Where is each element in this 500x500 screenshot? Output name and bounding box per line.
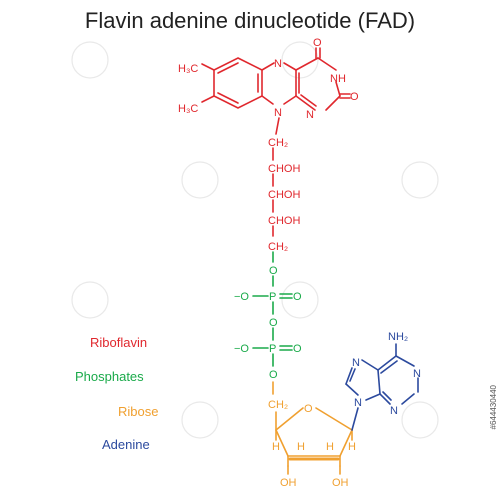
atom-ribose-oh-right: OH xyxy=(332,477,349,489)
atom-adenine-n1: N xyxy=(413,368,421,380)
atom-choh-1: CHOH xyxy=(268,163,300,175)
atom-choh-3: CHOH xyxy=(268,215,300,227)
atom-o-dbl-2: O xyxy=(293,343,302,355)
atom-ribose-oh-left: OH xyxy=(280,477,297,489)
atom-o-bridge: O xyxy=(269,317,278,329)
atom-ch2-top: CH₂ xyxy=(268,137,288,149)
adenine-group xyxy=(345,343,419,431)
riboflavin-group xyxy=(201,47,351,237)
stock-id-label: #644430440 xyxy=(489,385,498,430)
atom-o-right: O xyxy=(350,91,359,103)
riboflavin-labels: H₃C H₃C N N N NH O O CH₂ CHOH CHOH CHOH … xyxy=(178,37,359,253)
legend-phosphates: Phosphates xyxy=(75,369,144,384)
phosphates-group xyxy=(252,251,293,367)
atom-ribose-h2: H xyxy=(348,441,356,453)
atom-n-ring-bottom: N xyxy=(274,107,282,119)
ribose-group xyxy=(272,381,353,475)
page-title: Flavin adenine dinucleotide (FAD) xyxy=(84,8,416,33)
atom-ribose-h4: H xyxy=(326,441,334,453)
atom-choh-2: CHOH xyxy=(268,189,300,201)
atom-methyl-top: H₃C xyxy=(178,63,198,75)
atom-ch2-bottom: CH₂ xyxy=(268,241,288,253)
atom-p-2: P xyxy=(269,343,276,355)
atom-adenine-n3: N xyxy=(390,405,398,417)
adenine-labels: NH₂ N N N N xyxy=(352,331,421,417)
atom-adenine-n7: N xyxy=(352,357,360,369)
atom-ribose-o: O xyxy=(304,403,313,415)
atom-adenine-n9: N xyxy=(354,397,362,409)
atom-o-top: O xyxy=(313,37,322,49)
atom-o-neg-1: −O xyxy=(234,291,249,303)
atom-nh: NH xyxy=(330,73,346,85)
atom-ribose-h1: H xyxy=(272,441,280,453)
atom-ribose-ch2: CH₂ xyxy=(268,399,288,411)
ribose-labels: CH₂ O H H H H OH OH xyxy=(268,399,356,489)
atom-adenine-nh2: NH₂ xyxy=(388,331,408,343)
legend-ribose: Ribose xyxy=(118,404,159,419)
atom-ribose-h3: H xyxy=(297,441,305,453)
atom-methyl-bottom: H₃C xyxy=(178,103,198,115)
atom-o-link-bottom: O xyxy=(269,369,278,381)
atom-o-link-top: O xyxy=(269,265,278,277)
legend-riboflavin: Riboflavin xyxy=(90,335,148,350)
atom-n-ring-top: N xyxy=(274,58,282,70)
atom-p-1: P xyxy=(269,291,276,303)
phosphates-labels: O −O P O O −O P O O xyxy=(234,265,302,381)
legend-adenine: Adenine xyxy=(102,437,150,452)
atom-o-neg-2: −O xyxy=(234,343,249,355)
atom-o-dbl-1: O xyxy=(293,291,302,303)
atom-n-imine: N xyxy=(306,109,314,121)
